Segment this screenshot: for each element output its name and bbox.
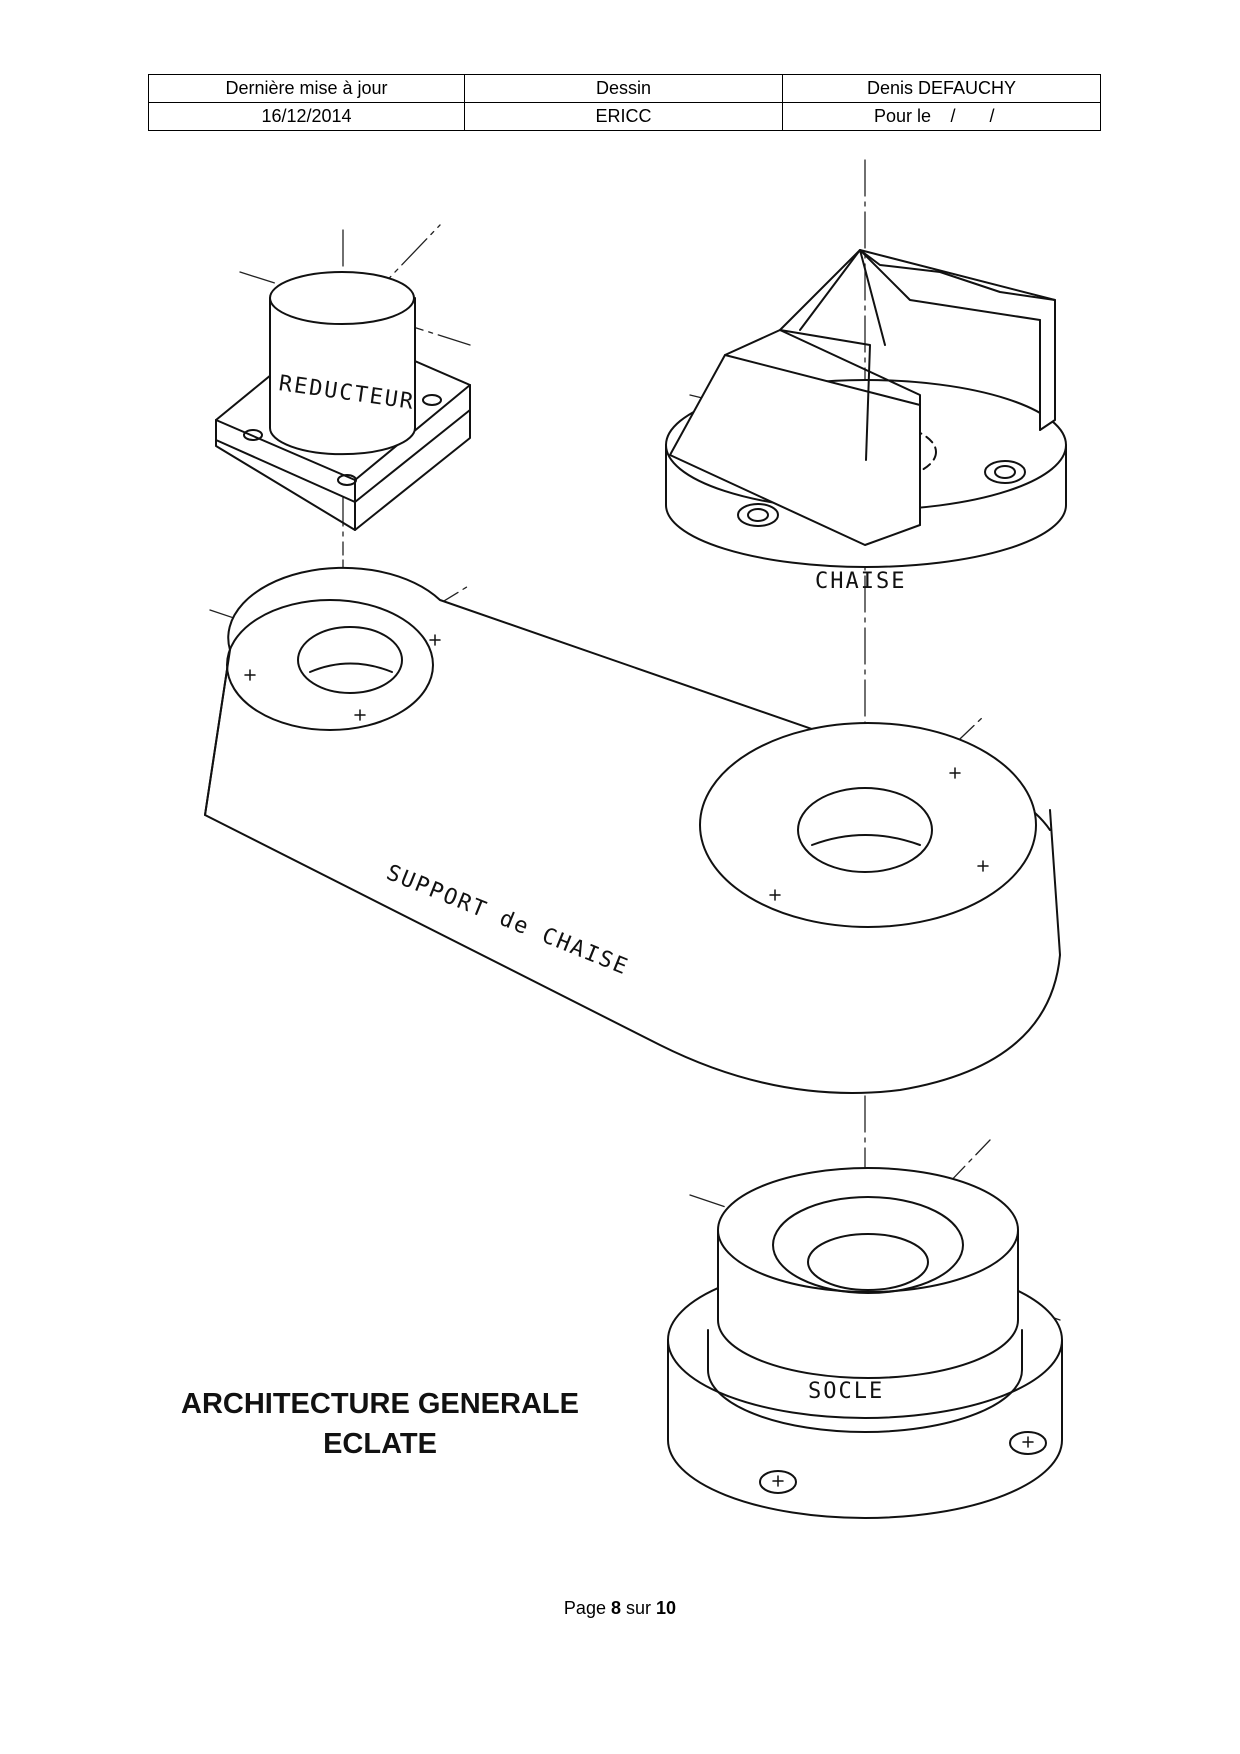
support-chaise-part: SUPPORT de CHAISE [204,566,1061,1094]
title-line-1: ARCHITECTURE GENERALE [181,1388,579,1420]
hole-markers [244,634,1034,1487]
last-update-label: Dernière mise à jour [148,74,465,103]
chaise-label: CHAISE [815,569,906,594]
socle-label: SOCLE [808,1379,884,1404]
page-current: 8 [610,1598,621,1618]
drawing-title: ARCHITECTURE GENERALE ECLATE [140,1384,620,1464]
header-table: Dernière mise à jour Dessin Denis DEFAUC… [148,74,1101,131]
header-row: 16/12/2014 ERICC Pour le / / [148,102,1101,131]
reducteur-part: REDUCTEUR [215,271,471,531]
socle-part: SOCLE [667,1167,1063,1519]
page-mid: sur [626,1598,652,1618]
page-total: 10 [656,1598,677,1618]
due-date-field: Pour le / / [782,102,1101,131]
chaise-part: CHAISE [665,249,1067,594]
date-separator: / [950,106,956,126]
page-prefix: Page [563,1598,606,1618]
title-line-2: ECLATE [323,1428,437,1460]
last-update-date: 16/12/2014 [148,102,465,131]
date-separator: / [989,106,995,126]
page-footer: Page 8 sur 10 [0,1598,1240,1619]
due-date-label: Pour le [873,106,931,126]
header-row: Dernière mise à jour Dessin Denis DEFAUC… [148,74,1101,103]
document-type: Dessin [464,74,783,103]
course-code: ERICC [464,102,783,131]
